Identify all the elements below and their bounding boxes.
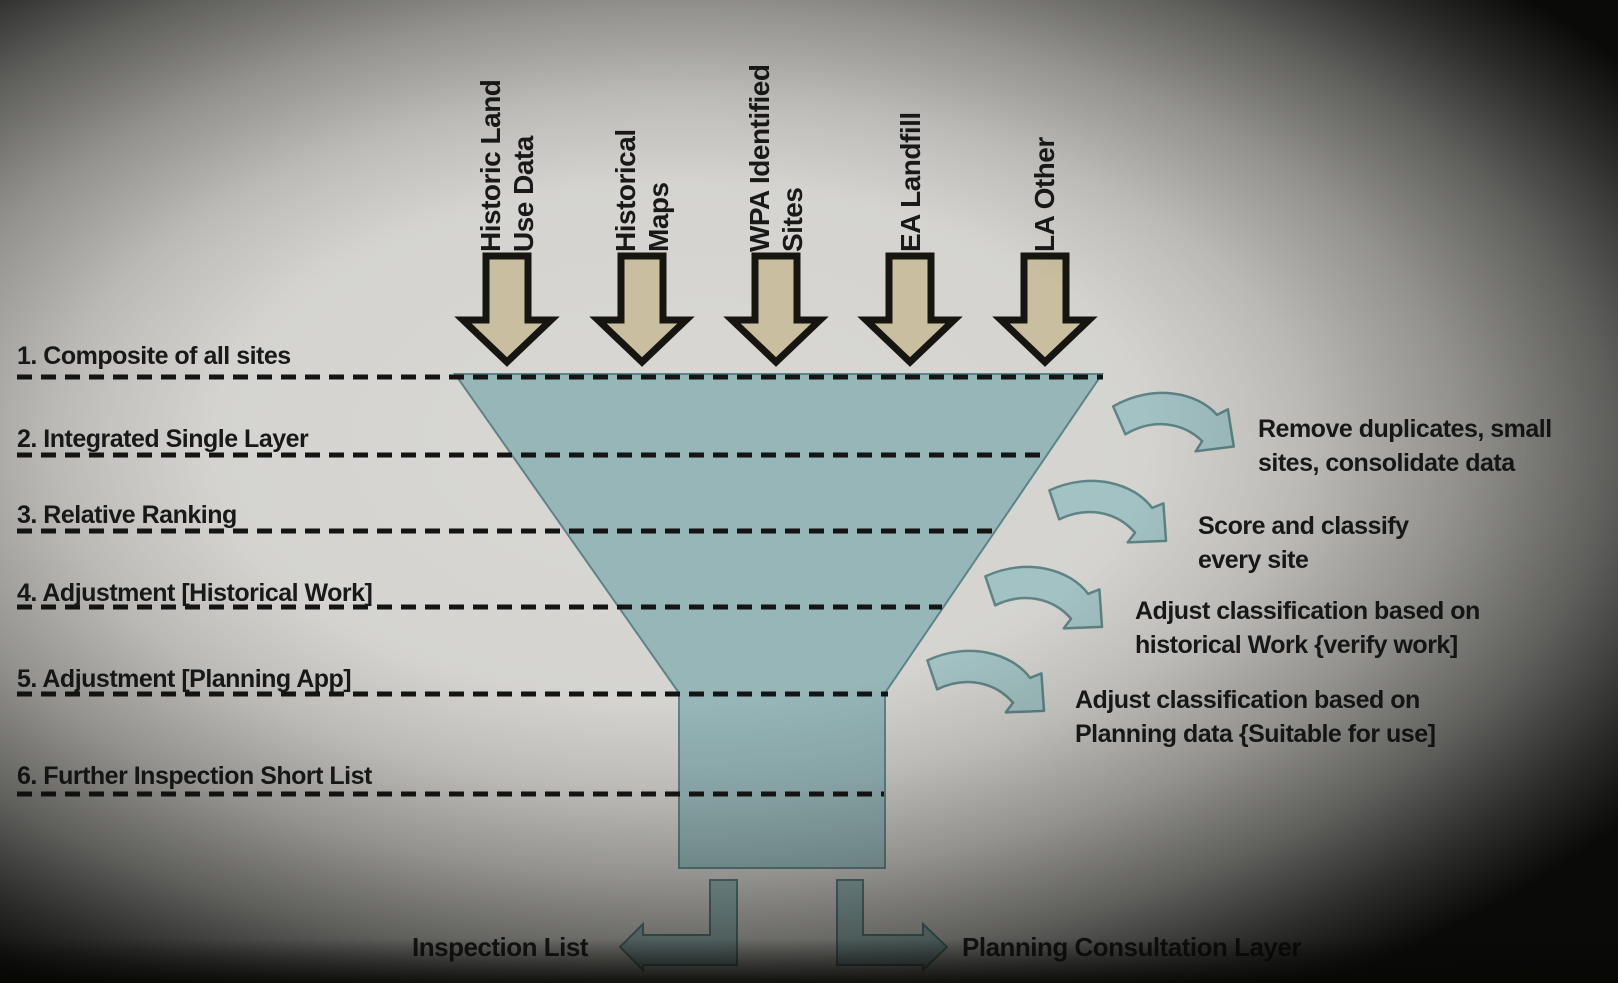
source-label-la-other: LA Other bbox=[1029, 137, 1060, 252]
source-arrow-down-icon bbox=[589, 252, 695, 367]
curved-arrow-icon bbox=[926, 649, 1046, 714]
curved-arrow-icon bbox=[1048, 479, 1168, 544]
annotation-adjust-historical: Adjust classification based on historica… bbox=[1135, 597, 1480, 659]
annotation-remove-duplicates: Remove duplicates, small sites, consolid… bbox=[1258, 415, 1552, 477]
output-arrow-left-icon bbox=[618, 879, 738, 973]
step-label-6: 6. Further Inspection Short List bbox=[17, 762, 372, 790]
annotation-score-classify: Score and classify every site bbox=[1198, 512, 1409, 574]
source-arrow-down-icon bbox=[992, 252, 1098, 367]
curved-arrow-icon bbox=[1111, 391, 1236, 453]
source-label-wpa-identified-sites: WPA Identified Sites bbox=[744, 64, 808, 252]
source-label-historical-maps: Historical Maps bbox=[610, 129, 674, 252]
step-label-2: 2. Integrated Single Layer bbox=[17, 425, 309, 453]
source-arrow-down-icon bbox=[723, 252, 829, 367]
annotation-adjust-planning: Adjust classification based on Planning … bbox=[1075, 686, 1436, 748]
source-label-ea-landfill: EA Landfill bbox=[895, 112, 926, 252]
source-label-historic-land-use-data: Historic Land Use Data bbox=[475, 79, 539, 252]
source-arrow-down-icon bbox=[454, 252, 560, 367]
step-label-1: 1. Composite of all sites bbox=[17, 342, 291, 370]
step-label-4: 4. Adjustment [Historical Work] bbox=[17, 579, 373, 607]
output-arrow-right-icon bbox=[836, 879, 949, 973]
step-label-5: 5. Adjustment [Planning App] bbox=[17, 665, 352, 693]
output-label-inspection-list: Inspection List bbox=[412, 932, 588, 962]
step-label-3: 3. Relative Ranking bbox=[17, 501, 237, 529]
curved-arrow-icon bbox=[984, 565, 1104, 630]
source-arrow-down-icon bbox=[857, 252, 963, 367]
output-label-planning-consultation-layer: Planning Consultation Layer bbox=[962, 932, 1301, 962]
